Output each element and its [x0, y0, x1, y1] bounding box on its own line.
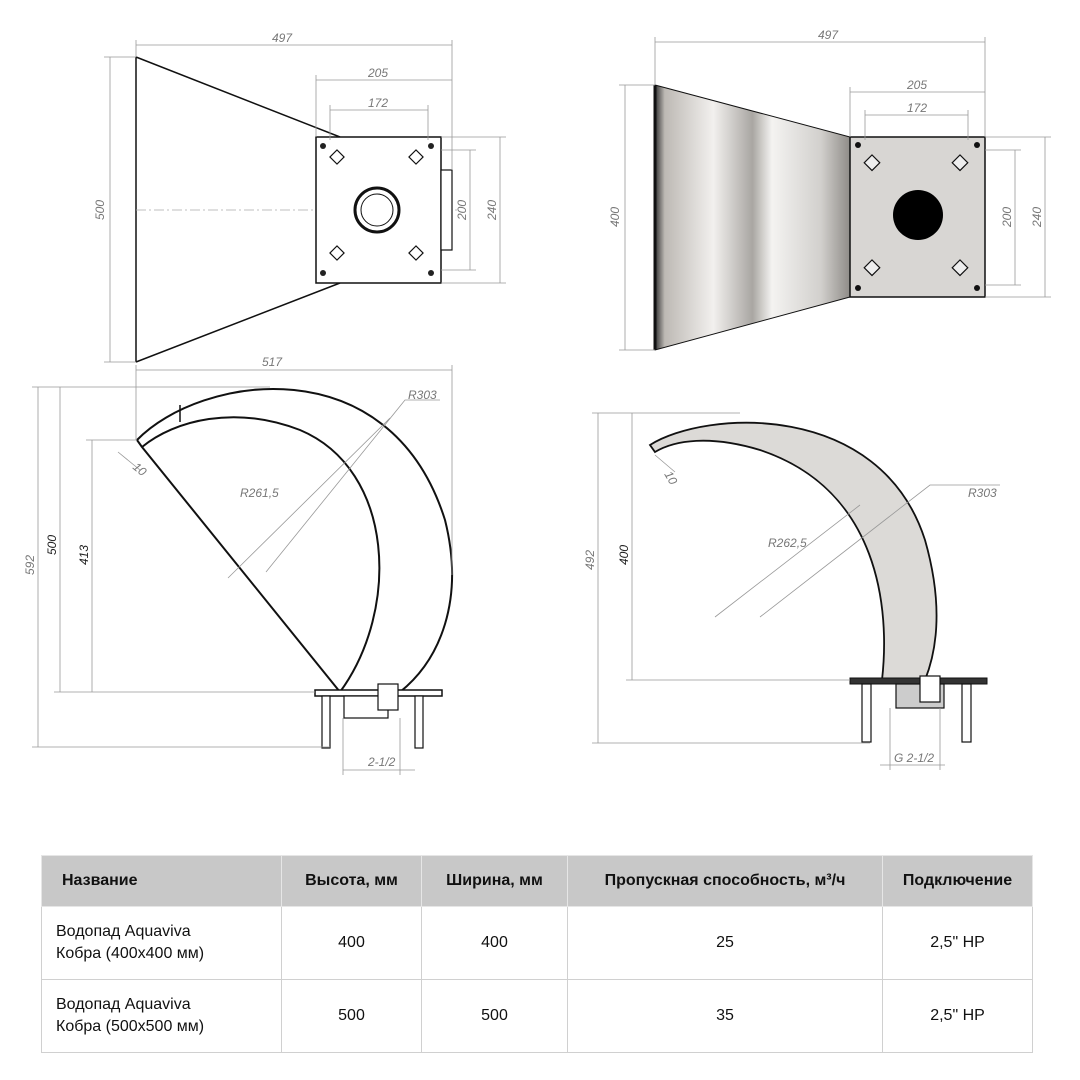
dim-connection: G 2-1/2	[894, 751, 934, 765]
specs-table: Название Высота, мм Ширина, мм Пропускна…	[41, 855, 1033, 1053]
technical-drawing: 497 205 172 500 200 240 497 205 172 400 …	[23, 28, 1051, 775]
cell-flow: 25	[567, 906, 883, 980]
header-connection: Подключение	[882, 855, 1033, 907]
dim-plate-h-outer: 240	[1030, 207, 1044, 228]
dim-outer-radius: R303	[408, 388, 437, 402]
dim-plate-inner: 172	[907, 101, 927, 115]
dim-connection: 2-1/2	[367, 755, 396, 769]
cell-width: 400	[421, 906, 568, 980]
dim-height: 400	[608, 207, 622, 227]
dim-total-height: 592	[23, 555, 37, 575]
dim-tip-thickness: 10	[661, 469, 680, 488]
cell-connection: 2,5" НР	[882, 979, 1033, 1053]
dim-plate-h-inner: 200	[1000, 207, 1014, 228]
dim-width: 497	[272, 31, 293, 45]
dim-plate-outer: 205	[906, 78, 927, 92]
header-flow: Пропускная способность, м³/ч	[567, 855, 883, 907]
side-view-500: 517 592 500 413 R303 R261,5 10 2-1/2	[23, 355, 453, 775]
cell-flow: 35	[567, 979, 883, 1053]
dim-height: 500	[93, 200, 107, 220]
header-name: Название	[41, 855, 282, 907]
cell-width: 500	[421, 979, 568, 1053]
dim-inner-radius: R262,5	[768, 536, 807, 550]
cell-height: 400	[281, 906, 422, 980]
header-width: Ширина, мм	[421, 855, 568, 907]
dim-tip-thickness: 10	[130, 460, 149, 480]
dim-plate-inner: 172	[368, 96, 388, 110]
table-header-row: Название Высота, мм Ширина, мм Пропускна…	[41, 855, 1033, 907]
dim-outer-radius: R303	[968, 486, 997, 500]
cell-connection: 2,5" НР	[882, 906, 1033, 980]
dim-width: 497	[818, 28, 839, 42]
header-height: Высота, мм	[281, 855, 422, 907]
dim-inner-radius: R261,5	[240, 486, 279, 500]
dim-plate-h-outer: 240	[485, 200, 499, 221]
dim-width: 517	[262, 355, 283, 369]
dim-tip-height: 413	[77, 545, 91, 565]
dim-total-height: 492	[583, 550, 597, 570]
top-view-400: 497 205 172 400 200 240	[608, 28, 1051, 351]
dim-plate-outer: 205	[367, 66, 388, 80]
cell-height: 500	[281, 979, 422, 1053]
side-view-400: 492 400 R303 R262,5 10 G 2-1/2	[583, 412, 1000, 770]
dim-plate-h-inner: 200	[455, 200, 469, 221]
dim-height: 400	[617, 545, 631, 565]
top-view-500: 497 205 172 500 200 240	[93, 31, 506, 363]
dim-height: 500	[45, 535, 59, 555]
